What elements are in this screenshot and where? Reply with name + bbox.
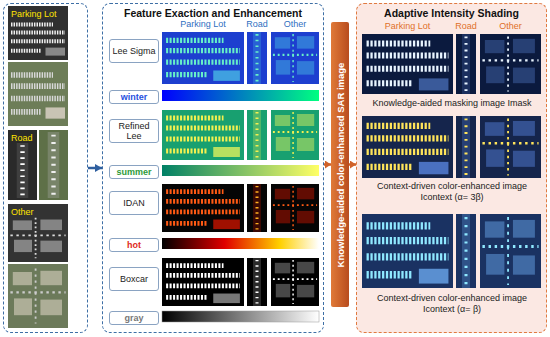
column-header: Parking Lot xyxy=(162,19,244,30)
image-label: Parking Lot xyxy=(11,9,57,19)
column-header: Road xyxy=(451,21,481,32)
colormap-box: summer xyxy=(109,165,159,179)
filter-box: IDAN xyxy=(109,191,159,215)
image-caption: Knowledge-aided masking image Imask xyxy=(360,98,544,109)
column-header: Parking Lot xyxy=(362,21,453,32)
colormap-box: gray xyxy=(109,311,159,325)
input-panel: Parking LotRoadOther xyxy=(3,3,88,333)
flow-arrow xyxy=(324,163,331,166)
image-label: Other xyxy=(11,207,34,217)
colormap-name: gray xyxy=(124,313,143,323)
flow-arrow xyxy=(349,163,356,166)
colormap-name: hot xyxy=(127,240,141,250)
colormap-box: hot xyxy=(109,238,159,252)
band-text: Knowledge-aided color-enhanced SAR image xyxy=(331,22,349,307)
filter-name: IDAN xyxy=(123,198,145,208)
panel-title: Adaptive Intensity Shading xyxy=(357,7,546,19)
flow-arrow xyxy=(88,167,102,170)
filter-name: Boxcar xyxy=(120,274,148,284)
colormap-name: winter xyxy=(121,92,148,102)
filter-name: Refined Lee xyxy=(112,121,156,141)
filter-name: Lee Sigma xyxy=(112,46,155,56)
output-band: Knowledge-aided color-enhanced SAR image xyxy=(331,22,349,307)
colormap-box: winter xyxy=(109,90,159,104)
image-label: Road xyxy=(11,133,33,143)
column-header: Other xyxy=(480,21,541,32)
colormap-name: summer xyxy=(116,167,151,177)
image-caption: Context-driven color-enhanced image Icon… xyxy=(360,293,544,315)
filter-box: Refined Lee xyxy=(109,119,159,143)
filter-box: Boxcar xyxy=(109,267,159,291)
image-caption: Context-driven color-enhanced image Icon… xyxy=(360,181,544,203)
filter-box: Lee Sigma xyxy=(109,39,159,63)
shading-panel: Adaptive Intensity Shading xyxy=(356,3,547,333)
column-header: Other xyxy=(271,19,319,30)
panel-title: Feature Exaction and Enhancement xyxy=(103,7,323,19)
feature-panel: Feature Exaction and EnhancementLee Sigm… xyxy=(102,3,324,333)
column-header: Road xyxy=(237,19,277,30)
